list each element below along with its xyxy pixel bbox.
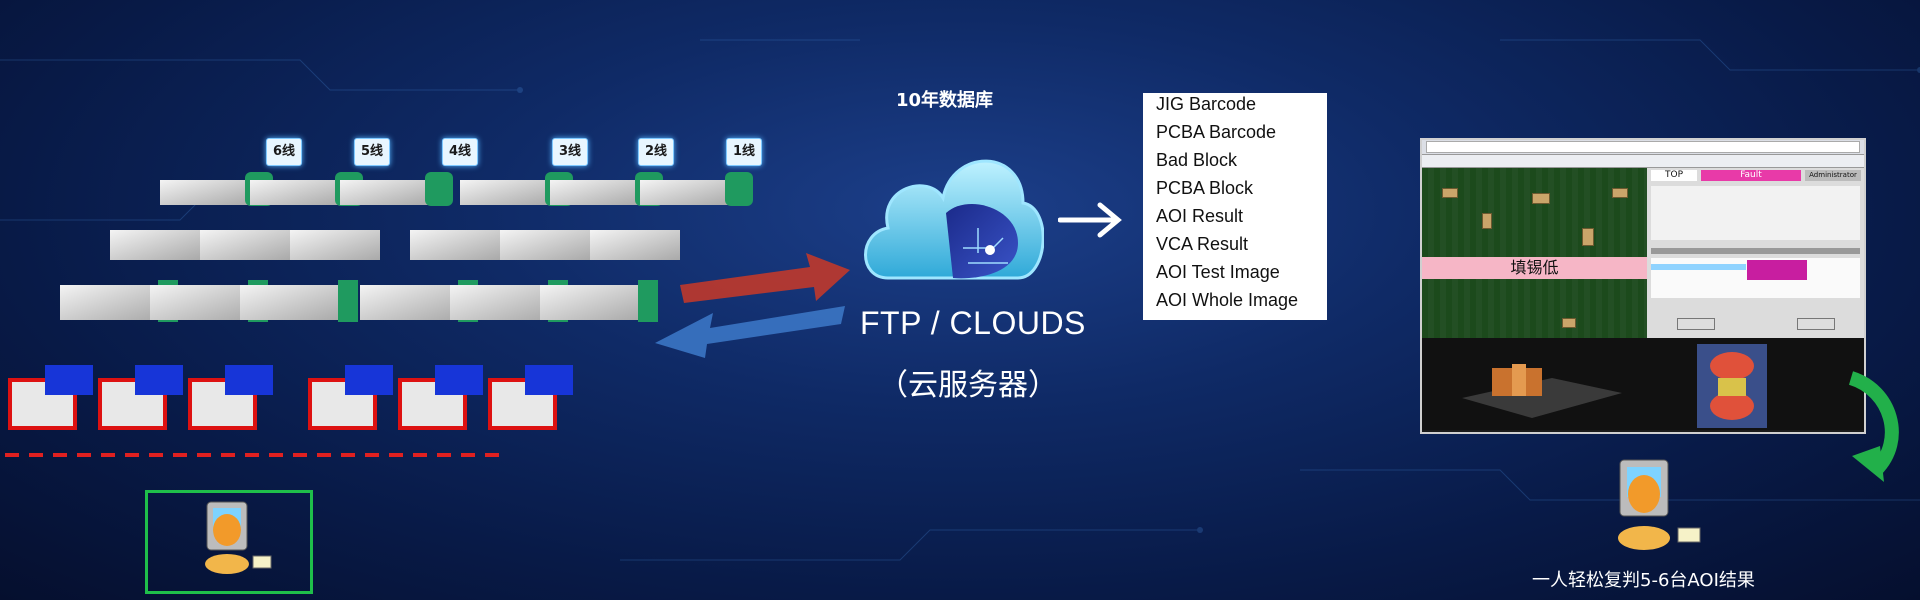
- line-group-right: [308, 172, 753, 430]
- operator-icon: [205, 501, 272, 574]
- server-title: FTP / CLOUDS: [860, 305, 1086, 341]
- next-button[interactable]: [1797, 318, 1835, 330]
- download-arrow: [655, 306, 845, 358]
- menu-toolbar: [1422, 155, 1864, 168]
- upload-arrow: [680, 253, 850, 303]
- review-software-window: 填锡低 TOP Fault Administrator: [1420, 138, 1866, 434]
- field-pcba-block: PCBA Block: [1156, 178, 1254, 198]
- review-caption: 一人轻松复判5-6台AOI结果: [1532, 570, 1755, 591]
- tab-top[interactable]: TOP: [1651, 170, 1697, 181]
- line-label-6: 6线: [266, 138, 302, 166]
- field-aoi-result: AOI Result: [1156, 206, 1244, 226]
- tab-fault[interactable]: Fault: [1701, 170, 1801, 181]
- field-jig-barcode: JIG Barcode: [1156, 94, 1257, 114]
- cycle-arrow-icon: [1848, 371, 1899, 482]
- operator-workstation-frame: [145, 490, 313, 594]
- line-label-4: 4线: [442, 138, 478, 166]
- result-panel: TOP Fault Administrator: [1647, 168, 1864, 338]
- database-title: 10年数据库: [896, 90, 994, 111]
- user-label: Administrator: [1805, 170, 1861, 181]
- confirm-button[interactable]: [1677, 318, 1715, 330]
- line-label-5: 5线: [354, 138, 390, 166]
- pcb-image: [1422, 168, 1647, 338]
- line-group-left: [8, 172, 453, 430]
- line-label-3: 3线: [552, 138, 588, 166]
- production-lines-illustration: [5, 172, 753, 457]
- browser-chrome: [1422, 140, 1864, 155]
- field-bad-block: Bad Block: [1156, 150, 1238, 170]
- defect-label-bar: 填锡低: [1422, 257, 1647, 279]
- arrow-right-icon: [1058, 202, 1122, 238]
- review-operator-icon: [1618, 459, 1701, 550]
- cloud-icon: [864, 159, 1044, 280]
- server-subtitle: （云服务器）: [878, 368, 1058, 403]
- field-aoi-whole-image: AOI Whole Image: [1156, 290, 1299, 310]
- field-aoi-test-image: AOI Test Image: [1156, 262, 1280, 282]
- field-vca-result: VCA Result: [1156, 234, 1249, 254]
- component-3d-view: [1422, 338, 1864, 430]
- address-bar[interactable]: [1426, 141, 1860, 153]
- line-label-1: 1线: [726, 138, 762, 166]
- line-label-2: 2线: [638, 138, 674, 166]
- data-fields-list: JIG Barcode PCBA Barcode Bad Block PCBA …: [1143, 93, 1327, 320]
- field-pcba-barcode: PCBA Barcode: [1156, 122, 1277, 142]
